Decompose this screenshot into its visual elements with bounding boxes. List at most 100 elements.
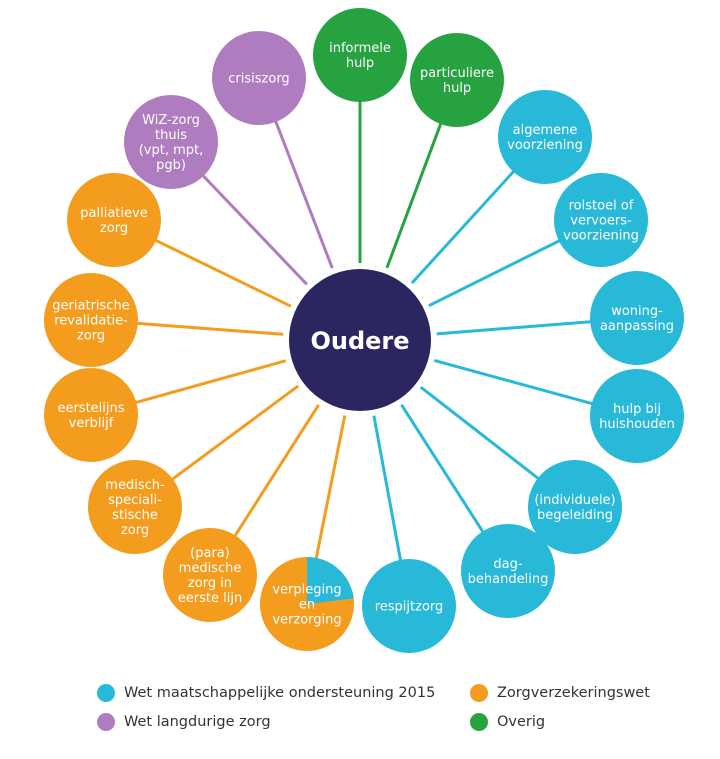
legend-item-wlz: Wet langdurige zorg bbox=[97, 713, 271, 731]
spoke-palliatieve-zorg bbox=[153, 238, 292, 308]
center-label: Oudere bbox=[310, 327, 409, 355]
spoke-medisch-specialistische-zorg bbox=[170, 384, 300, 482]
node-circle bbox=[313, 8, 407, 102]
node-label-line: pgb) bbox=[156, 158, 186, 173]
node-label-line: zorg in bbox=[188, 576, 232, 591]
spoke-rolstoel bbox=[428, 238, 562, 308]
node-label-line: woning- bbox=[611, 304, 663, 319]
spoke-particuliere-hulp bbox=[385, 121, 443, 269]
spoke-algemene-voorziening bbox=[410, 169, 516, 285]
node-circle bbox=[212, 31, 306, 125]
node-label-line: hulp bij bbox=[613, 402, 661, 417]
node-label-line: speciali- bbox=[108, 493, 162, 508]
node-circle bbox=[67, 173, 161, 267]
node-respijtzorg: respijtzorg bbox=[362, 559, 456, 653]
spoke-individuele-begeleiding bbox=[419, 386, 541, 481]
legend: Wet maatschappelijke ondersteuning 2015 … bbox=[0, 680, 720, 759]
node-circle bbox=[590, 369, 684, 463]
spoke-eerstelijns-verblijf bbox=[133, 359, 287, 405]
node-label-line: rolstoel of bbox=[569, 199, 634, 214]
legend-label-overig: Overig bbox=[497, 714, 546, 730]
legend-swatch-wlz bbox=[97, 713, 115, 731]
node-label-line: algemene bbox=[513, 123, 578, 138]
spoke-verpleging-en-verzorging bbox=[314, 415, 347, 561]
spoke-crisiszorg bbox=[273, 119, 334, 269]
node-circle bbox=[124, 95, 218, 189]
legend-item-wmo: Wet maatschappelijke ondersteuning 2015 bbox=[97, 684, 435, 702]
legend-item-overig: Overig bbox=[470, 713, 545, 731]
node-label-line: medische bbox=[179, 561, 242, 576]
node-label-line: WiZ-zorg bbox=[142, 113, 200, 128]
node-label-line: huishouden bbox=[599, 417, 675, 432]
node-label-line: (para) bbox=[190, 546, 230, 561]
node-circle bbox=[528, 460, 622, 554]
center-node: Oudere bbox=[289, 269, 431, 411]
node-label-line: verzorging bbox=[272, 613, 341, 628]
node-circle bbox=[163, 528, 257, 622]
care-network-diagram: informelehulpparticulierehulpalgemenevoo… bbox=[44, 8, 684, 653]
node-label-line: aanpassing bbox=[600, 319, 674, 334]
node-circle bbox=[410, 33, 504, 127]
node-label-line: begeleiding bbox=[537, 508, 613, 523]
node-label-line: verpleging bbox=[272, 583, 341, 598]
node-label-line: medisch- bbox=[105, 478, 165, 493]
legend-label-zvw: Zorgverzekeringswet bbox=[497, 685, 650, 701]
legend-label-wmo: Wet maatschappelijke ondersteuning 2015 bbox=[124, 685, 436, 701]
node-individuele-begeleiding: (individuele)begeleiding bbox=[528, 460, 622, 554]
node-label-line: informele bbox=[329, 41, 391, 56]
node-label-line: respijtzorg bbox=[375, 600, 444, 615]
node-label-line: hulp bbox=[443, 81, 471, 96]
node-circle bbox=[362, 559, 456, 653]
spoke-para-medische-zorg bbox=[232, 404, 320, 538]
node-circle bbox=[44, 368, 138, 462]
node-label-line: zorg bbox=[121, 523, 149, 538]
node-circle bbox=[44, 273, 138, 367]
node-woningaanpassing: woning-aanpassing bbox=[590, 271, 684, 365]
node-label-line: (vpt, mpt, bbox=[139, 143, 204, 158]
spoke-woningaanpassing bbox=[436, 320, 593, 336]
spoke-respijtzorg bbox=[372, 415, 403, 562]
legend-swatch-overig bbox=[470, 713, 488, 731]
node-label-line: voorziening bbox=[563, 229, 639, 244]
legend-item-zvw: Zorgverzekeringswet bbox=[470, 684, 650, 702]
legend-swatch-zvw bbox=[470, 684, 488, 702]
node-label-line: zorg bbox=[77, 329, 105, 344]
node-circle bbox=[88, 460, 182, 554]
node-label-line: revalidatie- bbox=[54, 314, 128, 329]
node-label-line: particuliere bbox=[420, 66, 494, 81]
node-label-line: verblijf bbox=[69, 416, 114, 431]
node-circle bbox=[590, 271, 684, 365]
node-label-line: zorg bbox=[100, 221, 128, 236]
node-circle bbox=[461, 524, 555, 618]
node-circle bbox=[498, 90, 592, 184]
node-label-line: behandeling bbox=[468, 572, 549, 587]
node-label-line: dag- bbox=[493, 557, 522, 572]
spokes bbox=[133, 100, 594, 562]
node-label-line: eerstelijns bbox=[57, 401, 124, 416]
nodes: informelehulpparticulierehulpalgemenevoo… bbox=[44, 8, 684, 653]
node-dagbehandeling: dag-behandeling bbox=[461, 524, 555, 618]
node-label-line: palliatieve bbox=[80, 206, 147, 221]
node-label-line: voorziening bbox=[507, 138, 583, 153]
node-label-line: en bbox=[299, 598, 315, 613]
legend-label-wlz: Wet langdurige zorg bbox=[124, 714, 271, 730]
node-label-line: eerste lijn bbox=[178, 591, 242, 606]
node-wedge-wmo-part bbox=[307, 557, 354, 604]
node-label-line: geriatrische bbox=[52, 299, 129, 314]
spoke-hulp-bij-huishouden bbox=[433, 358, 594, 406]
spoke-dagbehandeling bbox=[400, 403, 485, 534]
node-label-line: hulp bbox=[346, 56, 374, 71]
spoke-wlz-zorg-thuis bbox=[201, 173, 308, 286]
node-circle bbox=[554, 173, 648, 267]
